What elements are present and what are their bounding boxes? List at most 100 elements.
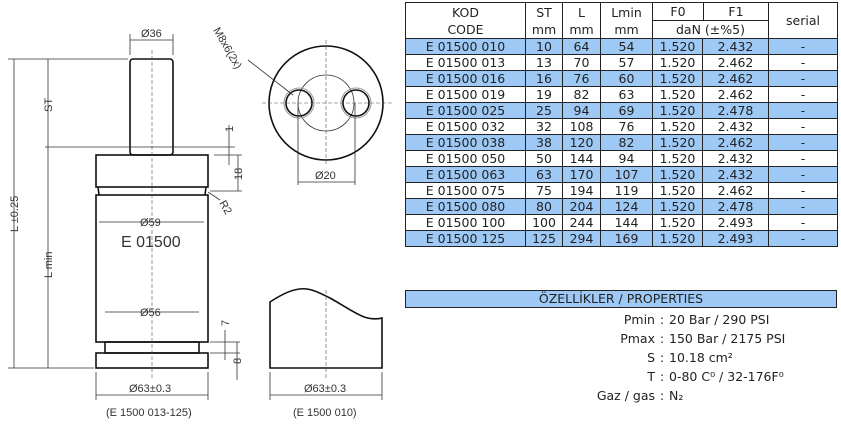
cell-l: 294 xyxy=(562,230,601,247)
cell-f0: 1.520 xyxy=(652,150,703,167)
cell-l: 76 xyxy=(562,70,601,87)
property-key: Gaz / gas xyxy=(596,388,655,403)
cell-f0: 1.520 xyxy=(652,134,703,151)
header-f1: F1 xyxy=(728,4,744,19)
cell-code: E 01500 050 xyxy=(405,150,526,167)
cell-lmin: 63 xyxy=(600,86,653,103)
cell-l: 144 xyxy=(562,150,601,167)
cell-l: 94 xyxy=(562,102,601,119)
cell-code: E 01500 013 xyxy=(405,54,526,71)
cell-st: 50 xyxy=(525,150,563,167)
cell-serial: - xyxy=(768,198,838,215)
cell-f0: 1.520 xyxy=(652,70,703,87)
cell-code: E 01500 125 xyxy=(405,230,526,247)
pcd-label: Ø20 xyxy=(315,170,336,182)
cell-serial: - xyxy=(768,214,838,231)
side-profile-view: Ø63±0.3 (E 1500 010) xyxy=(269,288,383,419)
cell-l: 170 xyxy=(562,166,601,183)
property-key: Pmax xyxy=(620,331,655,346)
properties-title: ÖZELLİKLER / PROPERTIES xyxy=(405,290,837,308)
cell-st: 80 xyxy=(525,198,563,215)
cell-serial: - xyxy=(768,150,838,167)
base-diameter-right-label: Ø63±0.3 xyxy=(304,383,346,395)
caption-left: (E 1500 013-125) xyxy=(106,407,192,419)
dim-1-label: 1 xyxy=(224,126,236,132)
property-row: S:10.18 cm² xyxy=(405,348,837,367)
property-row: T:0-80 C⁰ / 32-176F⁰ xyxy=(405,367,837,386)
cell-f0: 1.520 xyxy=(652,230,703,247)
property-value: N₂ xyxy=(669,388,684,403)
cell-l: 82 xyxy=(562,86,601,103)
cell-serial: - xyxy=(768,102,838,119)
cell-l: 194 xyxy=(562,182,601,199)
cell-st: 63 xyxy=(525,166,563,183)
neck-diameter-label: Ø56 xyxy=(140,307,161,319)
property-value: 0-80 C⁰ / 32-176F⁰ xyxy=(669,369,784,384)
cell-code: E 01500 010 xyxy=(405,38,526,55)
cell-l: 70 xyxy=(562,54,601,71)
cell-serial: - xyxy=(768,230,838,247)
thread-label: M8x6(2x) xyxy=(210,26,243,72)
property-key: T xyxy=(647,369,655,384)
cell-f0: 1.520 xyxy=(652,198,703,215)
cell-code: E 01500 100 xyxy=(405,214,526,231)
cell-l: 108 xyxy=(562,118,601,135)
cell-st: 125 xyxy=(525,230,563,247)
property-key: Pmin xyxy=(623,312,655,327)
property-key: S xyxy=(647,350,655,365)
technical-drawing: Ø36 ST L ±0.25 L min 1 18 R2 Ø59 E 01500… xyxy=(8,26,392,419)
cell-lmin: 119 xyxy=(600,182,653,199)
base-diameter-left-label: Ø63±0.3 xyxy=(129,383,171,395)
cell-f1: 2.462 xyxy=(702,70,769,87)
cell-code: E 01500 080 xyxy=(405,198,526,215)
l-tolerance-label: L ±0.25 xyxy=(9,196,21,232)
cell-lmin: 76 xyxy=(600,118,653,135)
dim-18-label: 18 xyxy=(233,168,245,180)
cell-lmin: 57 xyxy=(600,54,653,71)
body-diameter-label: Ø59 xyxy=(140,217,161,229)
cell-lmin: 94 xyxy=(600,150,653,167)
properties-panel: ÖZELLİKLER / PROPERTIES Pmin:20 Bar / 29… xyxy=(405,290,837,405)
cell-lmin: 60 xyxy=(600,70,653,87)
cell-lmin: 144 xyxy=(600,214,653,231)
cell-code: E 01500 016 xyxy=(405,70,526,87)
cell-lmin: 107 xyxy=(600,166,653,183)
cell-f0: 1.520 xyxy=(652,182,703,199)
caption-right: (E 1500 010) xyxy=(293,407,357,419)
cell-lmin: 54 xyxy=(600,38,653,55)
cell-f0: 1.520 xyxy=(652,102,703,119)
property-row: Gaz / gas:N₂ xyxy=(405,386,837,405)
cell-st: 75 xyxy=(525,182,563,199)
cylinder-side-view xyxy=(95,50,209,380)
cell-lmin: 82 xyxy=(600,134,653,151)
cell-st: 19 xyxy=(525,86,563,103)
cell-f0: 1.520 xyxy=(652,86,703,103)
property-value: 10.18 cm² xyxy=(669,350,733,365)
property-row: Pmin:20 Bar / 290 PSI xyxy=(405,310,837,329)
cell-serial: - xyxy=(768,38,838,55)
cell-lmin: 124 xyxy=(600,198,653,215)
property-row: Pmax:150 Bar / 2175 PSI xyxy=(405,329,837,348)
cell-serial: - xyxy=(768,86,838,103)
cell-serial: - xyxy=(768,134,838,151)
cell-f0: 1.520 xyxy=(652,38,703,55)
dimensions: Ø36 ST L ±0.25 L min 1 18 R2 Ø59 E 01500… xyxy=(8,28,245,419)
cell-serial: - xyxy=(768,70,838,87)
